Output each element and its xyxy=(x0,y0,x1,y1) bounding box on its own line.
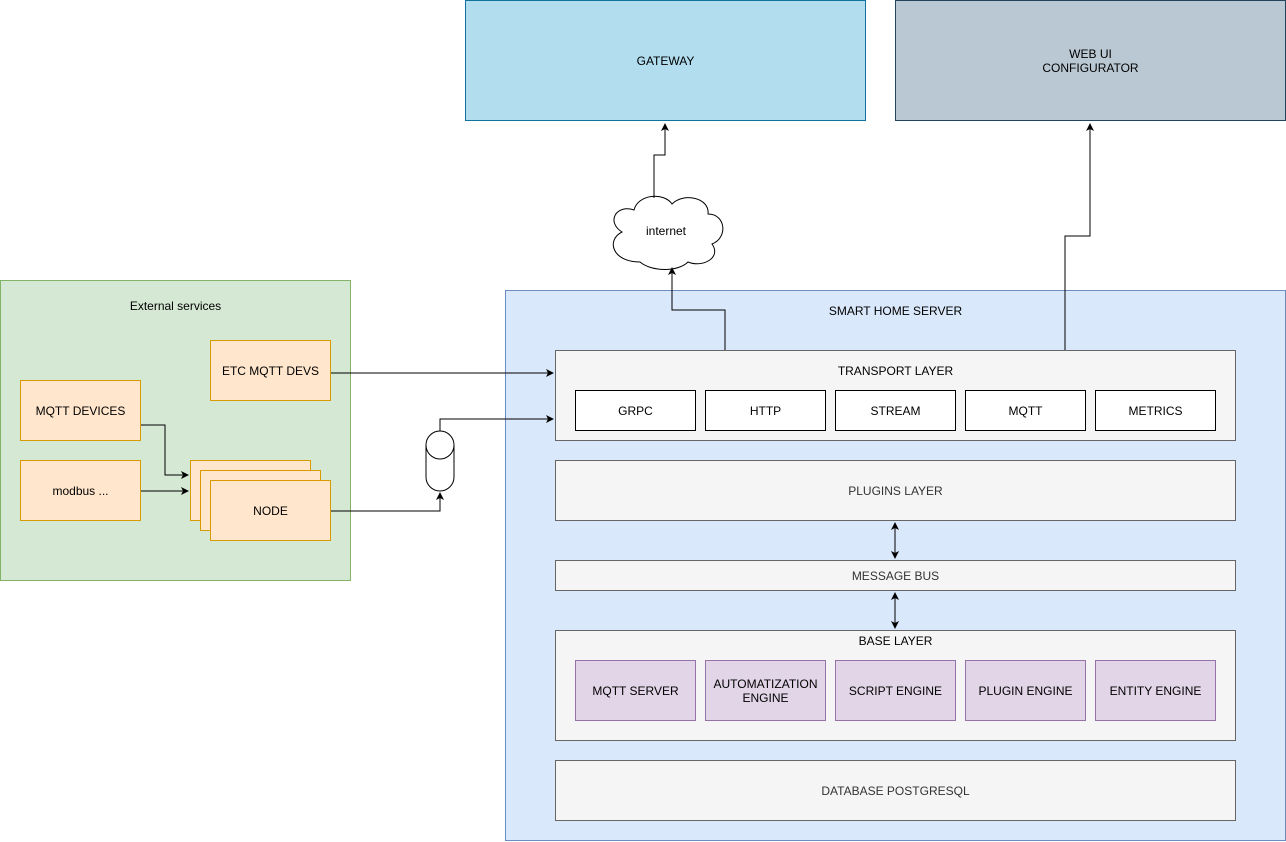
transport-item-http: HTTP xyxy=(705,390,826,431)
base-item-automatization-engine: AUTOMATIZATION ENGINE xyxy=(705,660,826,721)
base-item-plugin-engine: PLUGIN ENGINE xyxy=(965,660,1086,721)
transport-item-label: STREAM xyxy=(870,403,921,418)
gateway-box: GATEWAY xyxy=(465,0,866,121)
webui-configurator-box: WEB UI CONFIGURATOR xyxy=(895,0,1286,121)
message-bus-box: MESSAGE BUS xyxy=(555,560,1236,591)
external-services-title: External services xyxy=(129,299,222,313)
base-item-mqtt-server: MQTT SERVER xyxy=(575,660,696,721)
mqtt-devices-box: MQTT DEVICES xyxy=(20,380,141,441)
base-layer-title: BASE LAYER xyxy=(858,634,933,648)
plugins-layer-label: PLUGINS LAYER xyxy=(848,483,943,498)
modbus-label: modbus ... xyxy=(52,483,109,498)
plugins-layer-box: PLUGINS LAYER xyxy=(555,460,1236,521)
message-bus-label: MESSAGE BUS xyxy=(851,568,940,583)
transport-item-stream: STREAM xyxy=(835,390,956,431)
smart-home-server-title: SMART HOME SERVER xyxy=(828,304,963,318)
base-item-label: AUTOMATIZATION ENGINE xyxy=(713,676,818,705)
transport-item-label: HTTP xyxy=(749,403,782,418)
transport-item-label: GRPC xyxy=(618,403,653,418)
modbus-box: modbus ... xyxy=(20,460,141,521)
etc-mqtt-devs-label: ETC MQTT DEVS xyxy=(221,363,320,378)
base-item-label: SCRIPT ENGINE xyxy=(848,683,943,698)
gateway-label: GATEWAY xyxy=(636,53,695,68)
mqtt-devices-label: MQTT DEVICES xyxy=(35,403,126,418)
database-label: DATABASE POSTGRESQL xyxy=(821,783,970,798)
node-label: NODE xyxy=(253,503,288,518)
base-item-entity-engine: ENTITY ENGINE xyxy=(1095,660,1216,721)
etc-mqtt-devs-box: ETC MQTT DEVS xyxy=(210,340,331,401)
connector-internet-gateway xyxy=(653,123,669,198)
transport-item-label: METRICS xyxy=(1128,403,1183,418)
internet-label: internet xyxy=(645,224,687,238)
base-item-script-engine: SCRIPT ENGINE xyxy=(835,660,956,721)
transport-layer-title: TRANSPORT LAYER xyxy=(837,364,954,378)
node-box: NODE xyxy=(210,480,331,541)
queue-cylinder-icon xyxy=(425,430,455,492)
base-item-label: MQTT SERVER xyxy=(592,683,679,698)
transport-item-metrics: METRICS xyxy=(1095,390,1216,431)
base-item-label: ENTITY ENGINE xyxy=(1109,683,1202,698)
transport-item-label: MQTT xyxy=(1008,403,1043,418)
base-item-label: PLUGIN ENGINE xyxy=(978,683,1073,698)
database-box: DATABASE POSTGRESQL xyxy=(555,760,1236,821)
webui-label: WEB UI CONFIGURATOR xyxy=(1042,46,1139,75)
transport-item-mqtt: MQTT xyxy=(965,390,1086,431)
transport-item-grpc: GRPC xyxy=(575,390,696,431)
